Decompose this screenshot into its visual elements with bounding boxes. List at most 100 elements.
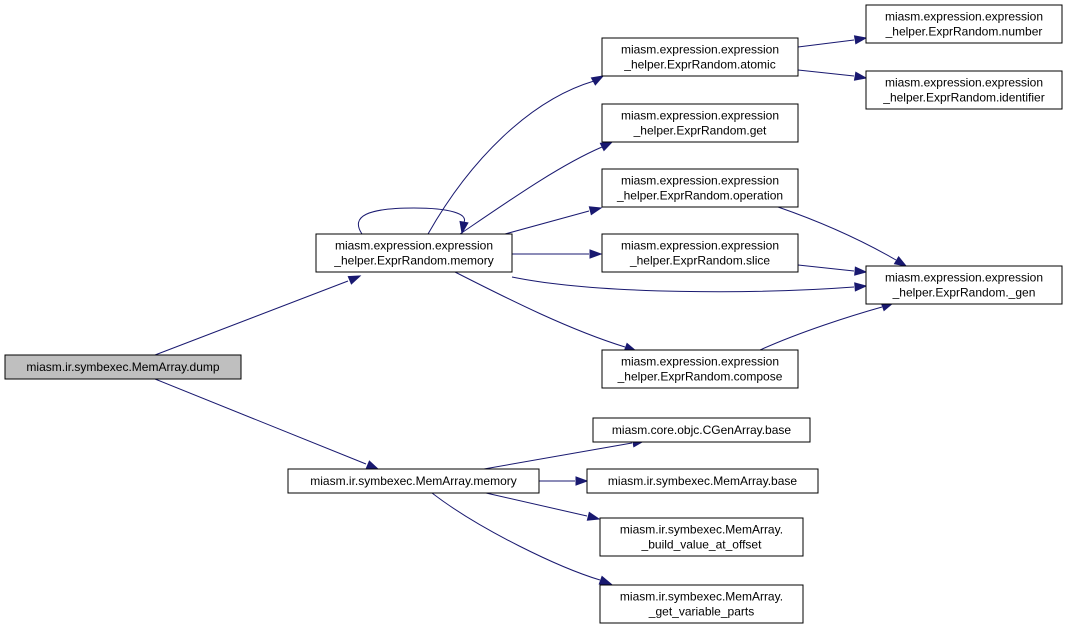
- node-label-line: _get_variable_parts: [648, 605, 754, 619]
- edge-dump-to-ma_memory: [154, 378, 380, 470]
- node-label-line: _helper.ExprRandom._gen: [892, 286, 1036, 300]
- node-label-line: miasm.expression.expression: [885, 76, 1043, 90]
- arrowhead: [853, 35, 868, 45]
- edge-line: [797, 69, 855, 77]
- edge-ma_memory-to-ma_base: [539, 476, 589, 486]
- node-box[interactable]: [287, 468, 540, 494]
- edge-ma_memory-to-getvar: [431, 492, 613, 585]
- node-cgen-base[interactable]: miasm.core.objc.CGenArray.base: [592, 417, 811, 443]
- edge-line: [357, 207, 465, 235]
- node-label-line: _helper.ExprRandom.number: [885, 25, 1043, 39]
- node-compose[interactable]: miasm.expression.expression_helper.ExprR…: [601, 349, 799, 389]
- edge-line: [459, 146, 603, 235]
- arrowhead: [365, 460, 380, 470]
- edges-layer: [154, 35, 908, 585]
- node-box[interactable]: [865, 265, 1063, 305]
- node-label-line: miasm.ir.symbexec.MemArray.: [620, 590, 783, 604]
- edge-line: [759, 306, 883, 351]
- node-label-line: miasm.expression.expression: [621, 239, 779, 253]
- node-dump[interactable]: miasm.ir.symbexec.MemArray.dump: [4, 354, 242, 380]
- node-box[interactable]: [4, 354, 242, 380]
- node-box[interactable]: [865, 70, 1063, 110]
- edge-compose-to-gen: [759, 302, 895, 351]
- node-operation[interactable]: miasm.expression.expression_helper.ExprR…: [601, 168, 799, 208]
- node-box[interactable]: [601, 168, 799, 208]
- node-label-line: miasm.core.objc.CGenArray.base: [612, 423, 792, 437]
- edge-line: [511, 276, 855, 293]
- arrowhead: [588, 206, 603, 216]
- node-ma-base[interactable]: miasm.ir.symbexec.MemArray.base: [586, 468, 819, 494]
- edge-er_memory-to-slice: [512, 249, 603, 259]
- edge-slice-to-gen: [797, 264, 868, 276]
- node-box[interactable]: [601, 37, 799, 77]
- node-getvar[interactable]: miasm.ir.symbexec.MemArray._get_variable…: [599, 584, 804, 624]
- arrowhead: [575, 476, 589, 486]
- node-label-line: _helper.ExprRandom.operation: [616, 189, 783, 203]
- node-atomic[interactable]: miasm.expression.expression_helper.ExprR…: [601, 37, 799, 77]
- node-box[interactable]: [599, 584, 804, 624]
- node-label-line: miasm.ir.symbexec.MemArray.base: [608, 474, 797, 488]
- edge-er_memory-to-get: [459, 141, 614, 235]
- edge-line: [431, 492, 601, 581]
- node-number[interactable]: miasm.expression.expression_helper.ExprR…: [865, 4, 1063, 44]
- node-er-memory[interactable]: miasm.expression.expression_helper.ExprR…: [315, 233, 513, 273]
- arrowhead: [459, 220, 469, 235]
- arrowhead: [599, 141, 614, 152]
- edge-dump-to-er_memory: [154, 275, 362, 356]
- node-label-line: _helper.ExprRandom.identifier: [882, 91, 1044, 105]
- node-get[interactable]: miasm.expression.expression_helper.ExprR…: [601, 103, 799, 143]
- node-box[interactable]: [601, 103, 799, 143]
- node-box[interactable]: [599, 517, 804, 557]
- node-label-line: _helper.ExprRandom.slice: [629, 254, 770, 268]
- node-label-line: miasm.expression.expression: [621, 355, 779, 369]
- edge-line: [797, 264, 855, 272]
- node-box[interactable]: [592, 417, 811, 443]
- arrowhead: [347, 275, 362, 285]
- edge-er_memory-to-compose: [454, 271, 638, 352]
- node-box[interactable]: [601, 233, 799, 273]
- edge-er_memory-to-er_memory: [357, 207, 469, 235]
- edge-line: [483, 442, 633, 470]
- node-ma-memory[interactable]: miasm.ir.symbexec.MemArray.memory: [287, 468, 540, 494]
- edge-line: [454, 271, 626, 348]
- node-label-line: _helper.ExprRandom.memory: [333, 254, 493, 268]
- node-box[interactable]: [586, 468, 819, 494]
- edge-operation-to-gen: [777, 206, 908, 267]
- node-label-line: miasm.expression.expression: [621, 109, 779, 123]
- edge-line: [777, 206, 897, 261]
- edge-line: [154, 280, 349, 356]
- node-box[interactable]: [865, 4, 1063, 44]
- edge-atomic-to-number: [797, 35, 868, 48]
- node-label-line: miasm.ir.symbexec.MemArray.dump: [26, 360, 219, 374]
- edge-line: [154, 378, 367, 465]
- arrowhead: [854, 266, 868, 276]
- node-label-line: _helper.ExprRandom.atomic: [623, 58, 775, 72]
- nodes-layer: miasm.ir.symbexec.MemArray.dump miasm.exp…: [4, 4, 1063, 624]
- arrowhead: [586, 511, 601, 521]
- edge-ma_memory-to-cgen_base: [483, 438, 646, 470]
- node-identifier[interactable]: miasm.expression.expression_helper.ExprR…: [865, 70, 1063, 110]
- node-label-line: miasm.expression.expression: [621, 43, 779, 57]
- edge-line: [427, 80, 595, 235]
- node-build[interactable]: miasm.ir.symbexec.MemArray._build_value_…: [599, 517, 804, 557]
- arrowhead: [590, 75, 605, 86]
- node-gen[interactable]: miasm.expression.expression_helper.ExprR…: [865, 265, 1063, 305]
- arrowhead: [598, 575, 613, 585]
- node-label-line: miasm.ir.symbexec.MemArray.: [620, 523, 783, 537]
- edge-er_memory-to-atomic: [427, 75, 605, 235]
- node-box[interactable]: [315, 233, 513, 273]
- node-label-line: miasm.expression.expression: [335, 239, 493, 253]
- edge-line: [797, 39, 855, 48]
- node-label-line: miasm.expression.expression: [885, 10, 1043, 24]
- node-box[interactable]: [601, 349, 799, 389]
- edge-er_memory-to-operation: [504, 206, 603, 235]
- edge-ma_memory-to-build: [485, 492, 601, 521]
- node-label-line: miasm.expression.expression: [621, 174, 779, 188]
- node-label-line: _helper.ExprRandom.get: [633, 124, 767, 138]
- arrowhead: [854, 282, 868, 292]
- arrowhead: [853, 71, 868, 81]
- node-slice[interactable]: miasm.expression.expression_helper.ExprR…: [601, 233, 799, 273]
- edge-line: [504, 210, 590, 235]
- arrowhead: [893, 256, 908, 267]
